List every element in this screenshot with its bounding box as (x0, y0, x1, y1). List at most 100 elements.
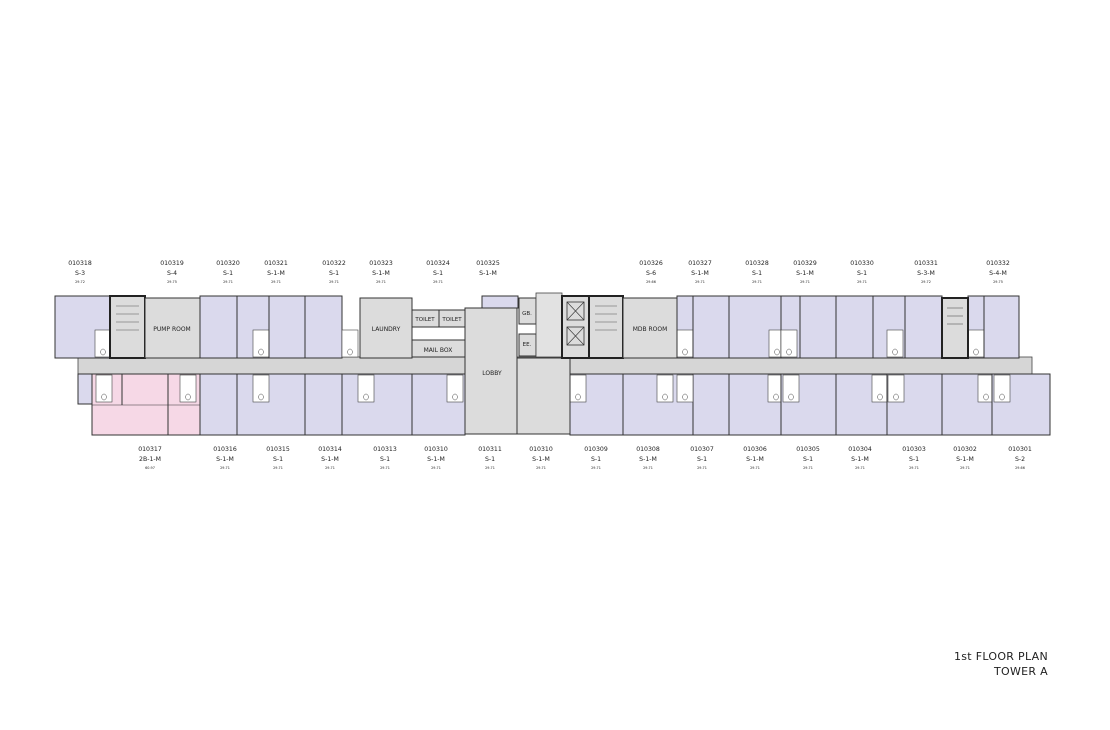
bottom-unit-13-id: 010304 (848, 446, 872, 453)
unit-room-984-outline (983, 295, 1020, 359)
bottom-unit-1-id: 010316 (213, 446, 237, 453)
bottom-unit-14-area: 29.71 (909, 466, 919, 470)
bottom-unit-12-id: 010305 (796, 446, 820, 453)
top-unit-7-type: S-1-M (479, 270, 497, 277)
unit-room-984 (983, 295, 1020, 359)
bathroom-010313-4 (357, 374, 375, 403)
bottom-unit-13-area: 29.71 (855, 466, 865, 470)
bathroom-010315-2-room (252, 374, 270, 403)
top-unit-14-id: 010332 (986, 260, 1010, 267)
top-unit-11-type: S-1-M (796, 270, 814, 277)
bottom-unit-9-type: S-1-M (639, 456, 657, 463)
unit-room-693-outline (692, 295, 730, 359)
mdb-room (622, 297, 678, 359)
mailbox-label: MAIL BOX (424, 347, 453, 354)
unit-room-269 (268, 295, 306, 359)
bottom-unit-13-type: S-1-M (851, 456, 869, 463)
toilet-fixture-icon (363, 393, 369, 401)
unit-010325-outline (481, 295, 519, 309)
top-unit-2-type: S-1 (223, 270, 233, 277)
top-unit-5-area: 29.71 (376, 280, 386, 284)
bathroom-010310-5 (446, 374, 464, 403)
bathroom-010303-14 (887, 374, 905, 403)
bottom-unit-5-id: 010310 (424, 446, 448, 453)
bathroom-2b-b (179, 374, 197, 403)
stair-middle (588, 295, 624, 359)
toilet-fixture-icon (786, 348, 792, 356)
bottom-unit-2-id: 010315 (266, 446, 290, 453)
unit-010325 (481, 295, 519, 309)
bottom-unit-6-area: 29.71 (485, 466, 495, 470)
tower-title: TOWER A (994, 665, 1048, 678)
bathroom-010309-8-room (569, 374, 587, 403)
top-unit-11-id: 010329 (793, 260, 817, 267)
toilet-fixture-icon (185, 393, 191, 401)
toilet-fixture-icon (575, 393, 581, 401)
top-unit-2-id: 010320 (216, 260, 240, 267)
bathroom-010318-room (94, 329, 112, 358)
bathroom-010307-10-room (676, 374, 694, 403)
unit-010315-2 (236, 373, 306, 436)
bathroom-010309-8 (569, 374, 587, 403)
bathroom-010329 (780, 329, 798, 358)
unit-010316-1-outline (199, 373, 238, 436)
bathroom-010322-room (341, 329, 359, 358)
bottom-unit-8-id: 010309 (584, 446, 608, 453)
top-unit-11-area: 29.71 (800, 280, 810, 284)
bottom-unit-7-id: 010310 (529, 446, 553, 453)
bathroom-010332-room (967, 329, 985, 358)
toilet-fixture-icon (892, 348, 898, 356)
bathroom-2b-a (95, 374, 113, 403)
unit-010307-10 (692, 373, 730, 436)
top-unit-8-id: 010326 (639, 260, 663, 267)
unit-room-800-outline (799, 295, 837, 359)
bottom-unit-0-id: 010317 (138, 446, 162, 453)
bathroom-010332 (967, 329, 985, 358)
bathroom-2b-a-room (95, 374, 113, 403)
top-unit-3-id: 010321 (264, 260, 288, 267)
top-unit-10-id: 010328 (745, 260, 769, 267)
bathroom-010313-4-room (357, 374, 375, 403)
lift-car-1 (566, 301, 585, 321)
toilet-fixture-icon (983, 393, 989, 401)
top-unit-13-area: 29.72 (921, 280, 931, 284)
bathroom-010308-9 (656, 374, 674, 403)
top-unit-9-area: 29.71 (695, 280, 705, 284)
top-unit-13-id: 010331 (914, 260, 938, 267)
bottom-unit-10-id: 010307 (690, 446, 714, 453)
bottom-unit-4-id: 010313 (373, 446, 397, 453)
end-unit-strip-outline (77, 373, 93, 405)
ee-label: EE. (523, 342, 532, 348)
bottom-unit-16-type: S-2 (1015, 456, 1025, 463)
pump-room (144, 297, 201, 359)
stair-left (109, 295, 146, 359)
bathroom-010307-10 (676, 374, 694, 403)
end-unit-strip (77, 373, 93, 405)
bottom-unit-16-area: 29.66 (1015, 466, 1025, 470)
unit-010313-4-outline (341, 373, 413, 436)
top-unit-14-type: S-4-M (989, 270, 1007, 277)
bottom-unit-7-area: 29.71 (536, 466, 546, 470)
toilet-fixture-icon (452, 393, 458, 401)
unit-010322-outline (304, 295, 343, 359)
bottom-unit-5-area: 29.71 (431, 466, 441, 470)
bathroom-010301-16-room (993, 374, 1011, 403)
toilet-fixture-icon (788, 393, 794, 401)
top-unit-1-area: 29.75 (167, 280, 177, 284)
bottom-unit-8-type: S-1 (591, 456, 601, 463)
bottom-unit-14-type: S-1 (909, 456, 919, 463)
bottom-unit-6-type: S-1 (485, 456, 495, 463)
unit-010313-4 (341, 373, 413, 436)
top-unit-5-id: 010323 (369, 260, 393, 267)
top-unit-0-type: S-3 (75, 270, 85, 277)
bottom-unit-10-type: S-1 (697, 456, 707, 463)
mdb-room-label: MDB ROOM (633, 326, 668, 333)
bathroom-010327 (676, 329, 694, 358)
bottom-unit-2-area: 29.71 (273, 466, 283, 470)
toilet-fixture-icon (101, 393, 107, 401)
unit-010316-1 (199, 373, 238, 436)
bathroom-010303-14-room (887, 374, 905, 403)
bathroom-010318 (94, 329, 112, 358)
lobby-extension (516, 357, 571, 435)
